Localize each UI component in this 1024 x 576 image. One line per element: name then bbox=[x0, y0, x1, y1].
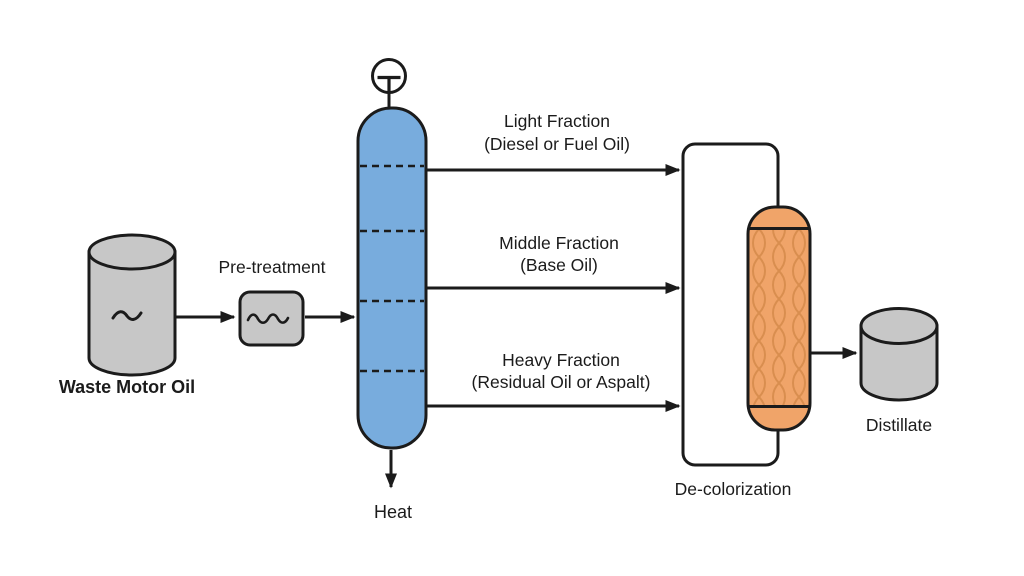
pretreatment-label: Pre-treatment bbox=[219, 257, 326, 277]
liquid-wave-icon bbox=[111, 310, 143, 321]
distillate-tank-icon bbox=[859, 307, 939, 402]
waste-oil-label: Waste Motor Oil bbox=[59, 377, 195, 397]
pretreatment-unit-icon bbox=[238, 290, 305, 347]
waste-oil-tank-icon bbox=[87, 233, 177, 377]
distillate-label: Distillate bbox=[866, 415, 932, 435]
liquid-wave-icon bbox=[246, 313, 290, 325]
decolorization-label: De-colorization bbox=[675, 479, 792, 499]
decolorization-unit-icon bbox=[681, 142, 812, 467]
distillation-column-icon bbox=[356, 58, 428, 450]
adsorber-packing-pattern bbox=[749, 229, 809, 406]
light-fraction-detail: (Diesel or Fuel Oil) bbox=[484, 134, 630, 154]
fraction-flows: Light Fraction (Diesel or Fuel Oil) Midd… bbox=[426, 111, 681, 412]
light-fraction-name: Light Fraction bbox=[504, 111, 610, 131]
temperature-gauge-icon bbox=[371, 58, 407, 110]
middle-fraction-name: Middle Fraction bbox=[499, 233, 619, 253]
column-tray-dashed-lines bbox=[360, 164, 424, 373]
heavy-fraction-detail: (Residual Oil or Aspalt) bbox=[472, 372, 651, 392]
heat-label: Heat bbox=[374, 502, 412, 522]
middle-fraction-detail: (Base Oil) bbox=[520, 255, 598, 275]
heavy-fraction-name: Heavy Fraction bbox=[502, 350, 620, 370]
adsorber-column-icon bbox=[746, 205, 812, 432]
